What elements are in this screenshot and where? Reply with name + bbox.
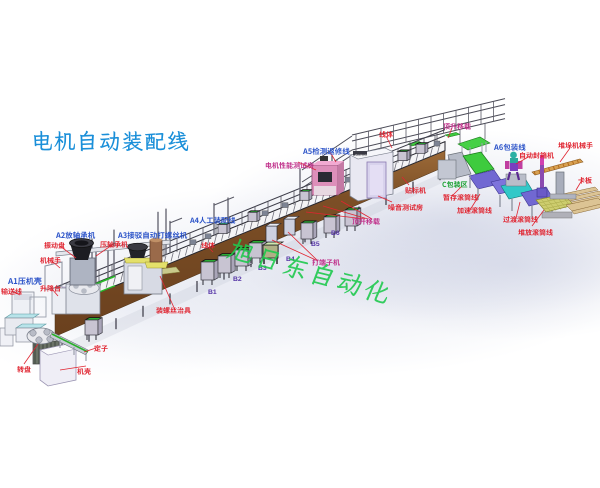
svg-text:B2: B2 <box>233 276 242 283</box>
svg-text:SUNKI: SUNKI <box>355 153 367 158</box>
svg-text:B5: B5 <box>311 241 320 248</box>
svg-text:B1: B1 <box>208 289 217 296</box>
svg-text:B3: B3 <box>258 265 267 272</box>
svg-text:B6: B6 <box>331 230 340 237</box>
